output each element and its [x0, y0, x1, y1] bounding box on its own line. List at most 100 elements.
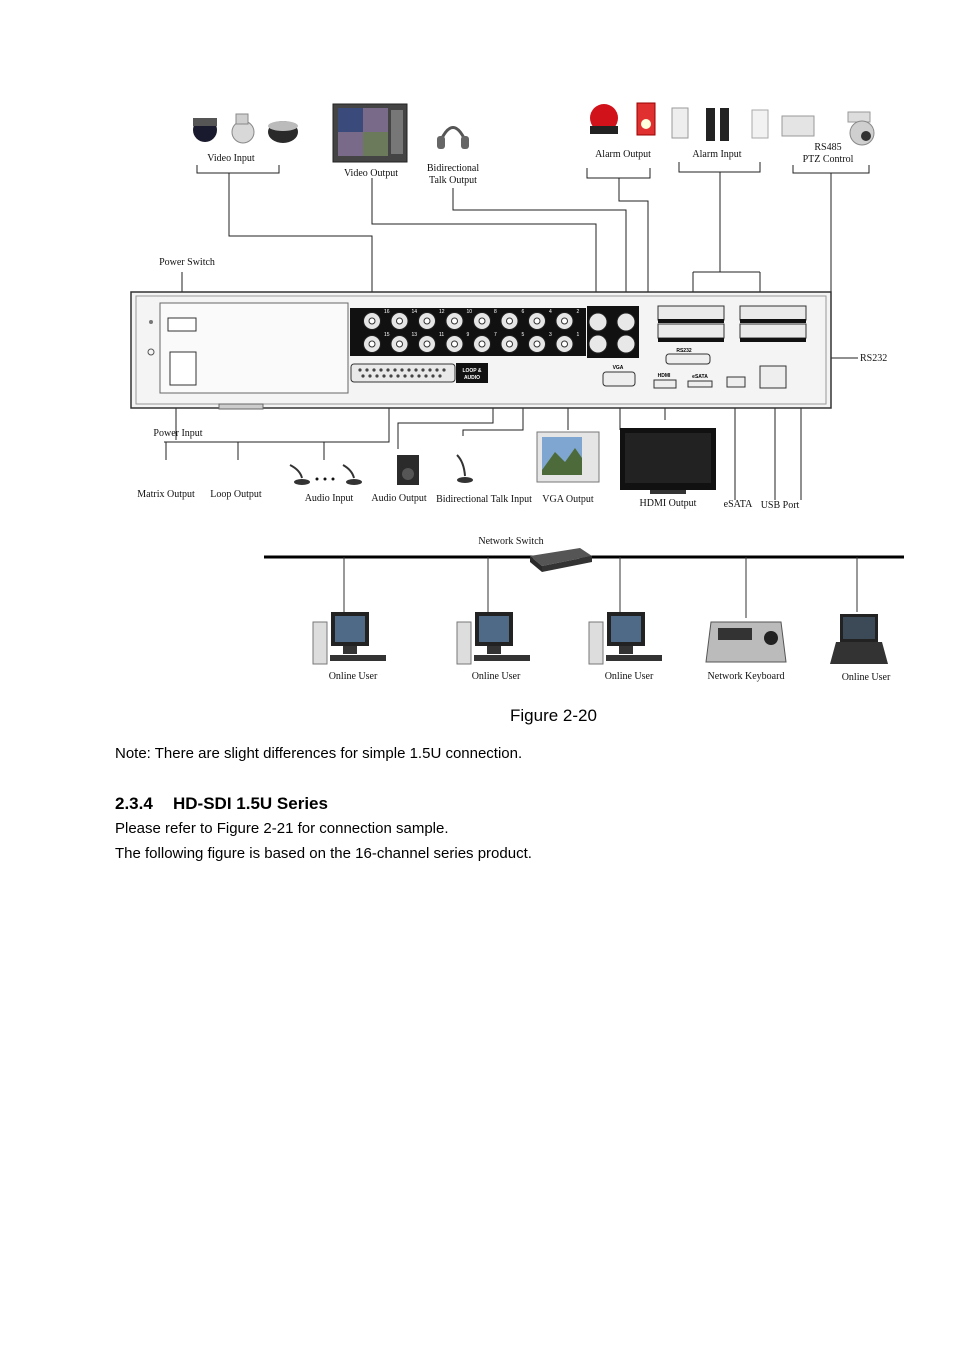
label-rs232: RS232: [860, 353, 887, 364]
crt-monitor-icon: [536, 431, 600, 483]
bnc-port-center: [506, 340, 513, 348]
db25-pin: [421, 368, 425, 372]
db25-pin: [400, 368, 404, 372]
bnc-number: 16: [384, 309, 390, 315]
label-rs485-1: RS485: [814, 142, 841, 153]
paragraph-1: Please refer to Figure 2-21 for connecti…: [115, 820, 449, 837]
label-vga-output: VGA Output: [542, 494, 594, 505]
talk-input-mic: [456, 454, 473, 483]
bnc-number: 15: [384, 332, 390, 338]
power-switch-port: [167, 317, 197, 332]
db25-pin: [414, 368, 418, 372]
bnc-number: 2: [577, 309, 580, 315]
bnc-port-center: [423, 317, 431, 325]
bnc-port-center: [396, 340, 403, 348]
speaker-icon: [397, 455, 419, 485]
label-loop-output: Loop Output: [210, 489, 262, 500]
bnc-number: 10: [467, 309, 473, 315]
db25-pin: [435, 368, 439, 372]
db25-pin: [431, 374, 435, 378]
bnc-number: 14: [412, 309, 418, 315]
panel-hdmi: HDMI: [658, 373, 671, 379]
label-video-output: Video Output: [344, 168, 398, 179]
db25-pin: [358, 368, 362, 372]
label-talk-output-2: Talk Output: [429, 175, 477, 186]
db25-pin: [361, 374, 365, 378]
db25-pin: [438, 374, 442, 378]
bnc-number: 12: [439, 309, 445, 315]
db25-pin: [396, 374, 400, 378]
label-rs485-2: PTZ Control: [803, 154, 854, 165]
label-video-input: Video Input: [207, 153, 255, 164]
bnc-number: 5: [522, 332, 525, 338]
pc-icon-1: [312, 612, 386, 665]
ptz-camera-icon: [847, 111, 875, 146]
label-online-user-4: Online User: [842, 672, 891, 683]
db25-pin: [428, 368, 432, 372]
connection-diagram: Video Input Video Output Bidirectional T…: [130, 102, 904, 683]
pc-icon-3: [588, 612, 662, 665]
headphone-icon: [437, 126, 469, 149]
bnc-port-center: [451, 317, 458, 325]
db25-pin: [375, 374, 379, 378]
db25-pin: [407, 368, 411, 372]
bnc-port-center: [533, 340, 541, 348]
label-network-switch: Network Switch: [478, 536, 543, 547]
network-drops: [343, 557, 858, 618]
hdmi-tv-icon: [620, 428, 716, 494]
db25-pin: [389, 374, 393, 378]
label-matrix-output: Matrix Output: [137, 489, 195, 500]
label-audio-input: Audio Input: [305, 493, 354, 504]
bnc-number: 1: [577, 332, 580, 338]
figure-caption: Figure 2-20: [510, 706, 597, 725]
db25-pin: [403, 374, 407, 378]
panel-loop-audio-2: AUDIO: [464, 375, 480, 381]
bnc-number: 13: [412, 332, 418, 338]
bnc-number: 3: [549, 332, 552, 338]
bnc-port-center: [396, 317, 403, 325]
bnc-number: 9: [467, 332, 470, 338]
bnc-port-center: [478, 317, 486, 325]
db25-pin: [393, 368, 397, 372]
bnc-port-center: [368, 340, 376, 348]
panel-esata: eSATA: [692, 374, 708, 380]
power-input-port: [169, 351, 197, 386]
label-network-keyboard: Network Keyboard: [708, 671, 785, 682]
label-esata: eSATA: [724, 499, 753, 510]
bnc-number: 7: [494, 332, 497, 338]
db25-pin: [410, 374, 414, 378]
bnc-number: 11: [439, 332, 444, 338]
label-online-user-1: Online User: [329, 671, 378, 682]
bnc-port-center: [423, 340, 431, 348]
label-alarm-input: Alarm Input: [692, 149, 741, 160]
db25-pin: [442, 368, 446, 372]
pc-icon-2: [456, 612, 530, 665]
bnc-port-center: [561, 317, 568, 325]
bnc-port-center: [561, 340, 568, 348]
label-power-switch: Power Switch: [159, 257, 215, 268]
audio-input-mics: [289, 464, 362, 485]
label-audio-output: Audio Output: [371, 493, 427, 504]
label-usb-port: USB Port: [761, 500, 800, 511]
bnc-port-center: [451, 340, 458, 348]
network-keyboard-icon: [705, 621, 787, 663]
bnc-port-center: [533, 317, 541, 325]
alarm-output-icons: [590, 102, 656, 136]
network-switch-icon: [530, 548, 592, 572]
bnc-number: 4: [549, 309, 552, 315]
section-title: HD-SDI 1.5U Series: [173, 794, 328, 813]
label-online-user-3: Online User: [605, 671, 654, 682]
bnc-number: 8: [494, 309, 497, 315]
panel-rs232: RS232: [676, 348, 692, 354]
label-talk-input: Bidirectional Talk Input: [436, 494, 532, 505]
db25-pin: [386, 368, 390, 372]
label-talk-output-1: Bidirectional: [427, 163, 479, 174]
bnc-port-center: [478, 340, 486, 348]
monitor-icon: [332, 103, 408, 163]
bnc-number: 6: [522, 309, 525, 315]
db25-pin: [424, 374, 428, 378]
db25-pin: [417, 374, 421, 378]
paragraph-2: The following figure is based on the 16-…: [115, 845, 532, 862]
db25-pin: [365, 368, 369, 372]
